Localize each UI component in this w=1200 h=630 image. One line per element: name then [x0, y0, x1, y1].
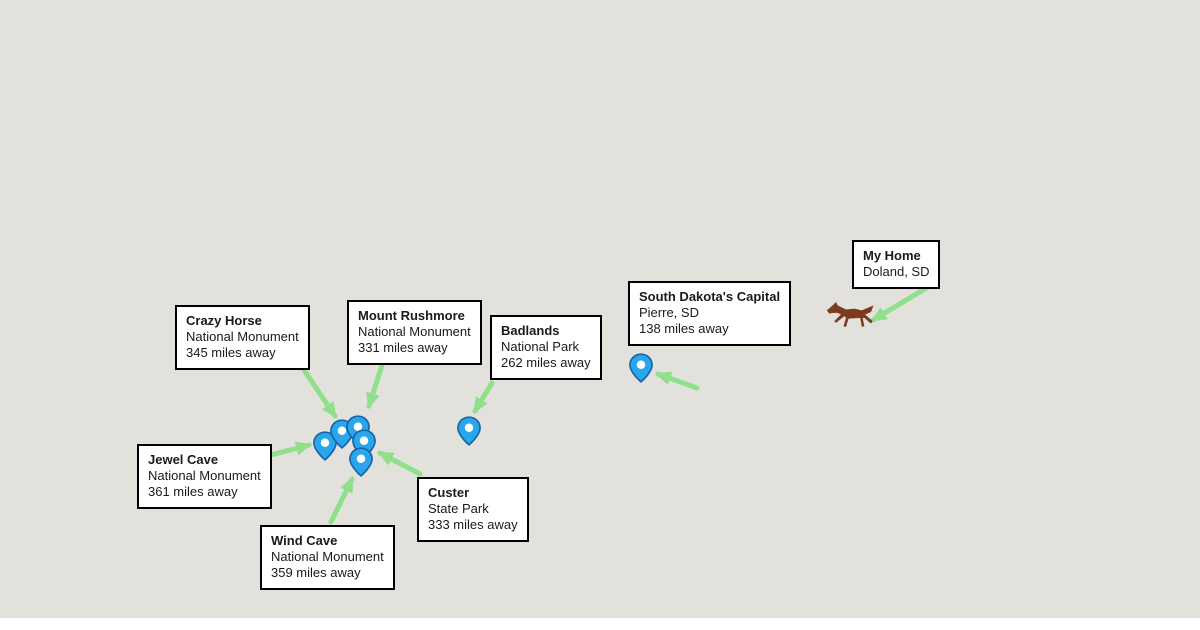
- label-line: State Park: [428, 501, 489, 516]
- label-line: National Park: [501, 339, 580, 354]
- label-title: Badlands: [501, 323, 560, 338]
- label-line: National Monument: [271, 549, 384, 564]
- label-line: Pierre, SD: [639, 305, 699, 320]
- label-line: National Monument: [148, 468, 261, 483]
- arrow-rushmore: [366, 359, 386, 409]
- arrow-badlands: [472, 380, 495, 414]
- label-line: 359 miles away: [271, 565, 361, 580]
- label-title: Custer: [428, 485, 470, 500]
- label-my-home: My Home Doland, SD: [852, 240, 941, 289]
- label-crazy-horse: Crazy Horse National Monument 345 miles …: [175, 305, 310, 370]
- bottom-bar: [0, 618, 1200, 630]
- label-line: 345 miles away: [186, 345, 276, 360]
- label-title: Wind Cave: [271, 533, 338, 548]
- label-line: Doland, SD: [863, 264, 930, 279]
- arrow-jewel-cave: [264, 441, 312, 459]
- label-title: Mount Rushmore: [358, 308, 465, 323]
- label-title: Crazy Horse: [186, 313, 262, 328]
- arrow-capital: [655, 371, 700, 391]
- label-line: 361 miles away: [148, 484, 238, 499]
- label-mount-rushmore: Mount Rushmore National Monument 331 mil…: [347, 300, 482, 365]
- label-line: 262 miles away: [501, 355, 591, 370]
- label-line: National Monument: [186, 329, 299, 344]
- map-pin-pierre[interactable]: [629, 353, 653, 383]
- label-custer: Custer State Park 333 miles away: [417, 477, 529, 542]
- label-wind-cave: Wind Cave National Monument 359 miles aw…: [260, 525, 395, 590]
- horse-icon: [826, 302, 874, 327]
- label-jewel-cave: Jewel Cave National Monument 361 miles a…: [137, 444, 272, 509]
- arrow-crazy-horse: [299, 364, 338, 419]
- map-pin-cluster-1[interactable]: [313, 431, 337, 461]
- label-line: 333 miles away: [428, 517, 518, 532]
- label-badlands: Badlands National Park 262 miles away: [490, 315, 602, 380]
- arrow-custer: [377, 450, 423, 477]
- label-capital: South Dakota's Capital Pierre, SD 138 mi…: [628, 281, 792, 346]
- label-line: National Monument: [358, 324, 471, 339]
- label-line: 138 miles away: [639, 321, 729, 336]
- label-title: Jewel Cave: [148, 452, 219, 467]
- arrow-wind-cave: [328, 476, 355, 525]
- label-title: My Home: [863, 248, 921, 263]
- label-title: South Dakota's Capital: [639, 289, 781, 304]
- arrow-my-home: [870, 281, 936, 323]
- map-pin-cluster-5[interactable]: [349, 447, 373, 477]
- map-pin-badlands[interactable]: [457, 416, 481, 446]
- label-line: 331 miles away: [358, 340, 448, 355]
